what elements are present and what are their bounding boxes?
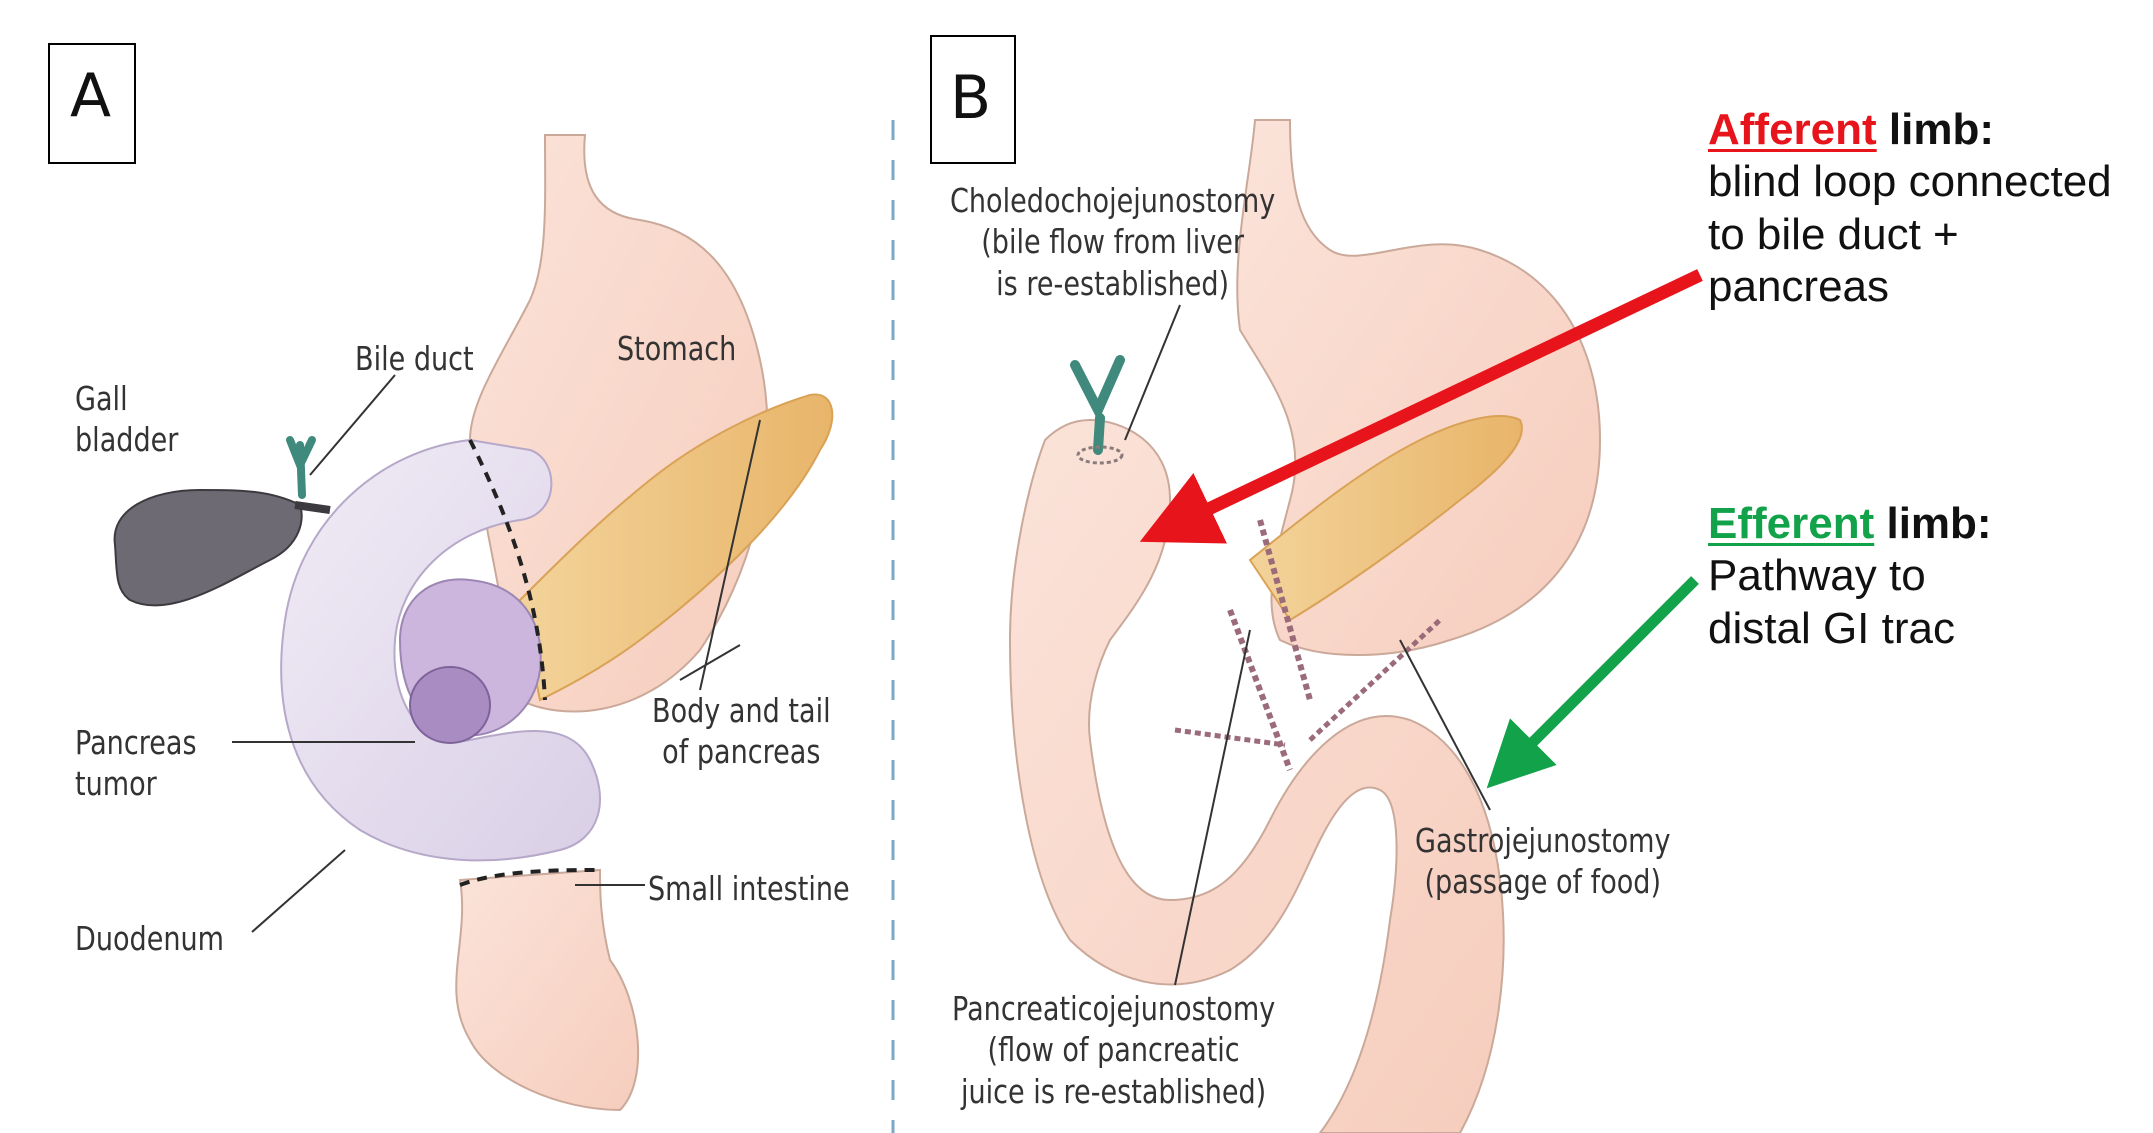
label-pancreaticojejunostomy: Pancreaticojejunostomy(flow of pancreati… [952,988,1275,1112]
afferent-note: Afferent limb: blind loop connected to b… [1708,104,2112,313]
afferent-suffix: limb: [1877,105,1994,154]
panel-a-letter: A [70,66,111,126]
label-small-intestine: Small intestine [648,868,850,909]
small-intestine-shape [456,870,638,1110]
panel-a-drawing [115,135,833,1110]
afferent-keyword: Afferent [1708,105,1877,154]
bile-duct-shape [290,440,312,495]
efferent-note: Efferent limb: Pathway to distal GI trac [1708,498,1992,655]
panel-b-letter: B [950,68,991,128]
efferent-arrow [1510,580,1695,765]
label-stomach: Stomach [617,328,736,369]
efferent-keyword: Efferent [1708,499,1874,548]
label-choledochojejunostomy: Choledochojejunostomy(bile flow from liv… [950,180,1275,304]
tumor-shape [410,667,490,743]
efferent-suffix: limb: [1874,499,1991,548]
gallbladder-shape [115,490,302,605]
label-bile-duct: Bile duct [355,338,474,379]
label-gastrojejunostomy: Gastrojejunostomy(passage of food) [1415,820,1671,903]
label-duodenum: Duodenum [75,918,224,959]
